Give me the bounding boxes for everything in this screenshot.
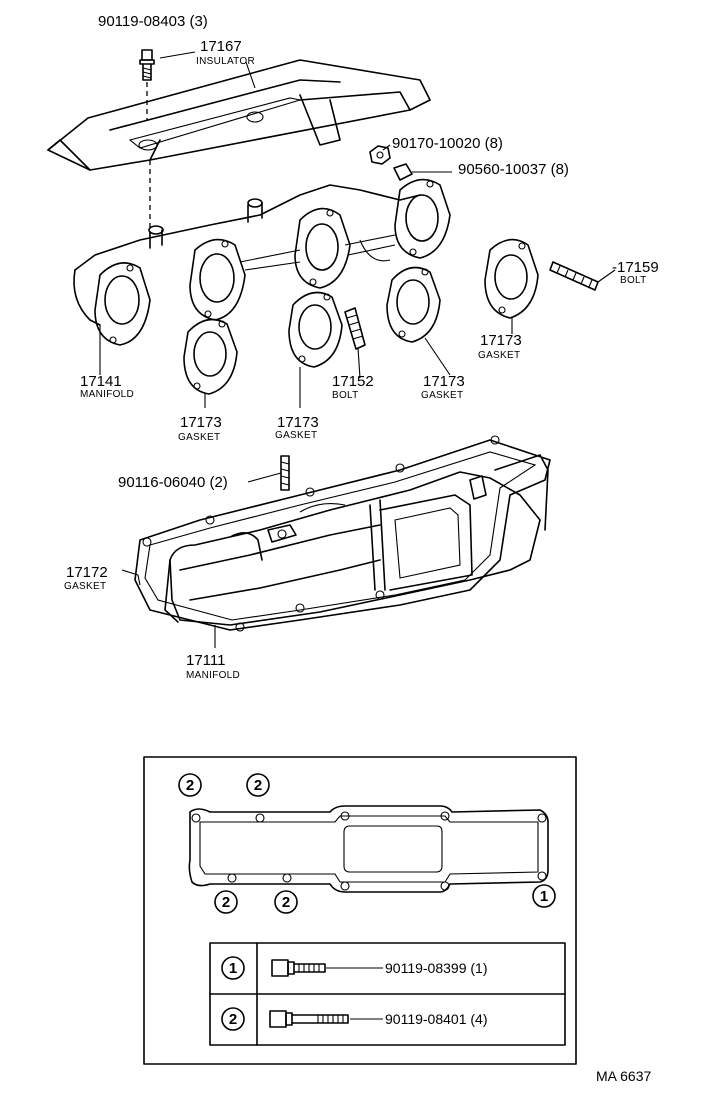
inset-marker: 2 bbox=[274, 890, 298, 914]
manifold-17111-number: 17111 bbox=[186, 652, 226, 669]
legend-row-1: 1 90119-08399 (1) bbox=[221, 956, 487, 980]
inset-gasket-outline bbox=[188, 805, 549, 893]
gasket-left-drawing bbox=[183, 318, 238, 395]
bolt-90119-08399-icon bbox=[271, 959, 326, 977]
svg-text:2: 2 bbox=[282, 894, 290, 911]
washer-label: 90560-10037 (8) bbox=[458, 161, 569, 178]
gasket-left-name: GASKET bbox=[178, 432, 220, 443]
bolt-legend-table bbox=[209, 942, 566, 1046]
gasket-17172-name: GASKET bbox=[64, 581, 106, 592]
gasket-mid-right-number: 17173 bbox=[423, 373, 465, 390]
bolt-17159-name: BOLT bbox=[620, 275, 647, 286]
bolt-17159-number: -17159 bbox=[612, 259, 659, 276]
diagram-code: MA 6637 bbox=[596, 1068, 651, 1084]
insulator-name: INSULATOR bbox=[196, 56, 255, 67]
legend-part: 90119-08399 (1) bbox=[385, 960, 487, 976]
bolt-17159-drawing bbox=[549, 261, 599, 291]
inset-marker: 1 bbox=[532, 884, 556, 908]
manifold-17111-drawing bbox=[164, 454, 549, 626]
gasket-mid-right-name: GASKET bbox=[421, 390, 463, 401]
gasket-17172-drawing bbox=[134, 435, 551, 632]
legend-key: 2 bbox=[229, 1011, 237, 1028]
insulator-number: 17167 bbox=[200, 38, 242, 55]
gasket-17172-number: 17172 bbox=[66, 564, 108, 581]
legend-row-2: 2 90119-08401 (4) bbox=[221, 1007, 487, 1031]
stud-label: 90116-06040 (2) bbox=[118, 474, 228, 491]
inset-marker: 2 bbox=[214, 890, 238, 914]
gasket-right-name: GASKET bbox=[478, 350, 520, 361]
gasket-mid-drawing bbox=[288, 291, 343, 368]
gasket-mid-name: GASKET bbox=[275, 430, 317, 441]
bolt-17152-number: 17152 bbox=[332, 373, 374, 390]
gasket-mid-right-drawing bbox=[386, 266, 441, 343]
gasket-right-number: 17173 bbox=[480, 332, 522, 349]
svg-text:2: 2 bbox=[186, 777, 194, 794]
bolt-90119-08401-icon bbox=[269, 1010, 349, 1028]
stud-90116-06040-drawing bbox=[280, 455, 290, 491]
gasket-left-number: 17173 bbox=[180, 414, 222, 431]
bolt-17152-name: BOLT bbox=[332, 390, 359, 401]
svg-text:2: 2 bbox=[254, 777, 262, 794]
bolt-90119-08403-drawing bbox=[139, 49, 155, 228]
inset-marker: 2 bbox=[246, 773, 270, 797]
nut-washer-drawing bbox=[369, 145, 413, 181]
nut-label: 90170-10020 (8) bbox=[392, 135, 503, 152]
gasket-right-drawing bbox=[484, 238, 539, 319]
leader-lines bbox=[99, 51, 616, 648]
svg-text:2: 2 bbox=[222, 894, 230, 911]
manifold-17141-name: MANIFOLD bbox=[80, 389, 134, 400]
gasket-mid-number: 17173 bbox=[277, 414, 319, 431]
bolt-17152-drawing bbox=[344, 307, 366, 350]
legend-part: 90119-08401 (4) bbox=[385, 1011, 487, 1027]
insulator-drawing bbox=[47, 59, 431, 171]
bolt-top-label: 90119-08403 (3) bbox=[98, 13, 208, 30]
legend-key: 1 bbox=[229, 960, 237, 977]
svg-text:1: 1 bbox=[540, 888, 548, 905]
inset-box bbox=[143, 756, 577, 1065]
manifold-17141-drawing bbox=[73, 178, 451, 346]
manifold-17111-name: MANIFOLD bbox=[186, 670, 240, 681]
manifold-17141-number: 17141 bbox=[80, 373, 122, 390]
inset-marker: 2 bbox=[178, 773, 202, 797]
